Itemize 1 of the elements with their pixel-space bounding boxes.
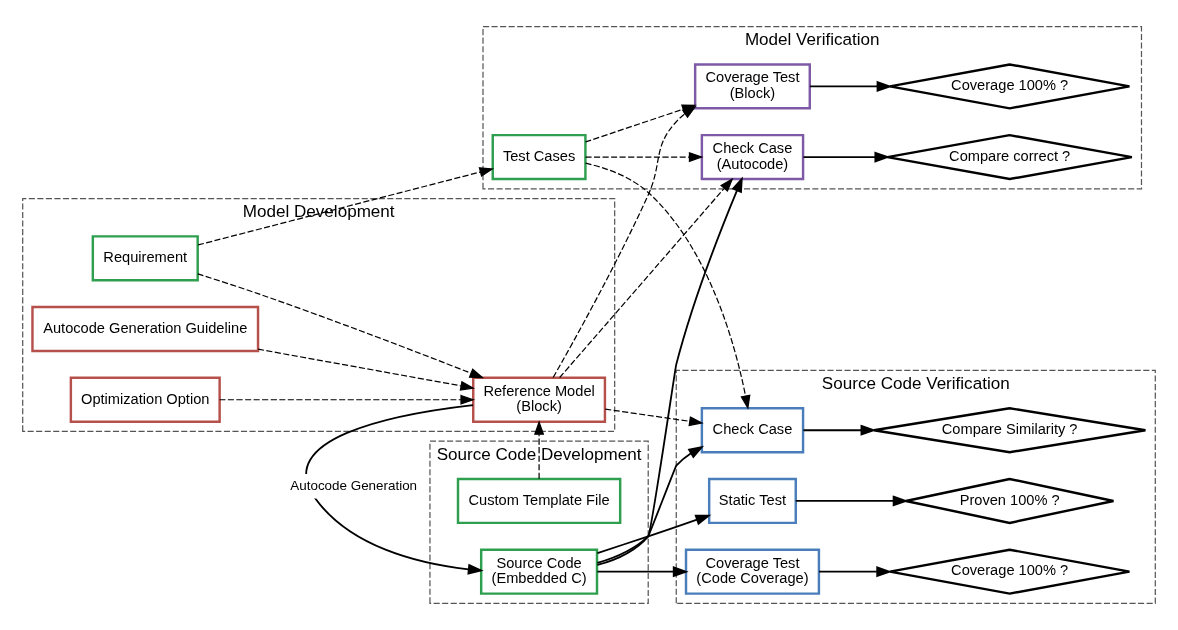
edge-label: Autocode Generation [290,477,418,493]
